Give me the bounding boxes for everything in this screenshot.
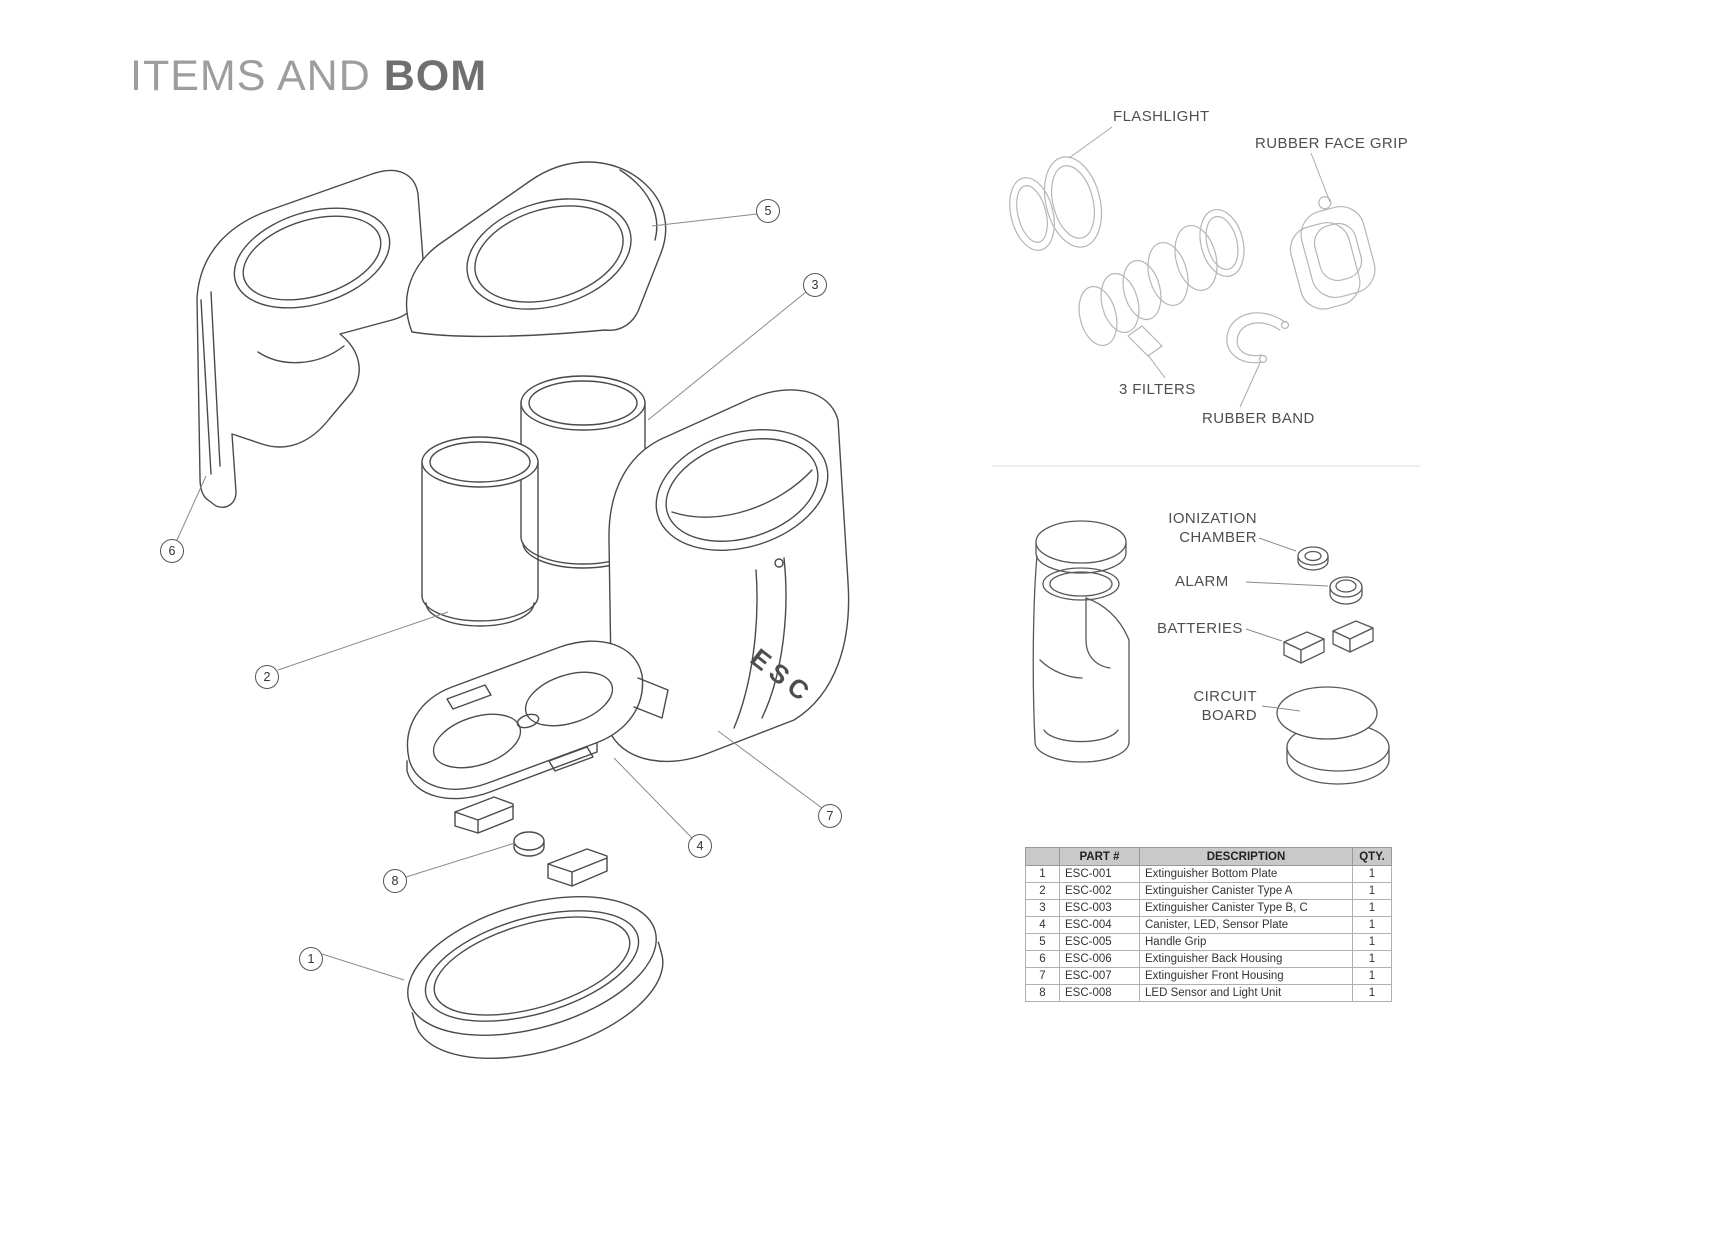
bom-cell: Extinguisher Front Housing — [1139, 967, 1353, 985]
bom-cell: 1 — [1025, 865, 1060, 883]
bottom-plate-drawing — [407, 896, 664, 1060]
callout-1: 1 — [299, 947, 323, 971]
bom-cell: 1 — [1352, 984, 1392, 1002]
filters-label: 3 FILTERS — [1119, 381, 1196, 398]
circuit-board-label: CIRCUIT BOARD — [1193, 688, 1257, 724]
callout-4: 4 — [688, 834, 712, 858]
bom-cell: Extinguisher Back Housing — [1139, 950, 1353, 968]
bom-header-cell: DESCRIPTION — [1139, 847, 1353, 866]
alarm-label: ALARM — [1175, 573, 1229, 590]
callout-2: 2 — [255, 665, 279, 689]
front-housing-drawing — [608, 389, 850, 763]
bom-cell: LED Sensor and Light Unit — [1139, 984, 1353, 1002]
bom-cell: Handle Grip — [1139, 933, 1353, 951]
ionization-chamber-label: IONIZATION CHAMBER — [1168, 510, 1257, 546]
bom-cell: 1 — [1352, 950, 1392, 968]
flashlight-drawing — [1009, 126, 1376, 408]
callout-leader-lines — [176, 213, 823, 981]
bom-cell: Extinguisher Bottom Plate — [1139, 865, 1353, 883]
bom-cell: 1 — [1352, 899, 1392, 917]
page-title-bold: BOM — [383, 52, 488, 100]
bom-cell: ESC-004 — [1059, 916, 1140, 934]
bom-header-cell: QTY. — [1352, 847, 1392, 866]
bom-cell: 5 — [1025, 933, 1060, 951]
detector-drawing — [1032, 520, 1390, 785]
flashlight-label: FLASHLIGHT — [1113, 108, 1210, 125]
bom-header-cell — [1025, 847, 1060, 866]
sensor-plate-drawing — [406, 640, 669, 800]
bom-cell: ESC-003 — [1059, 899, 1140, 917]
bom-cell: 1 — [1352, 933, 1392, 951]
bom-cell: 1 — [1352, 882, 1392, 900]
page-title-light: ITEMS AND — [130, 52, 371, 100]
bom-cell: 6 — [1025, 950, 1060, 968]
bom-header-cell: PART # — [1059, 847, 1140, 866]
callout-5: 5 — [756, 199, 780, 223]
bom-cell: ESC-007 — [1059, 967, 1140, 985]
bom-cell: 1 — [1352, 967, 1392, 985]
callout-8: 8 — [383, 869, 407, 893]
bom-cell: Canister, LED, Sensor Plate — [1139, 916, 1353, 934]
callout-6: 6 — [160, 539, 184, 563]
bom-cell: ESC-005 — [1059, 933, 1140, 951]
bom-cell: ESC-002 — [1059, 882, 1140, 900]
bom-cell: 2 — [1025, 882, 1060, 900]
bom-cell: 8 — [1025, 984, 1060, 1002]
bom-cell: 1 — [1352, 916, 1392, 934]
back-housing-drawing — [196, 169, 425, 508]
bom-cell: ESC-006 — [1059, 950, 1140, 968]
bom-cell: 3 — [1025, 899, 1060, 917]
bom-cell: ESC-008 — [1059, 984, 1140, 1002]
bom-cell: 1 — [1352, 865, 1392, 883]
bom-cell: Extinguisher Canister Type B, C — [1139, 899, 1353, 917]
handle-grip-drawing — [405, 161, 667, 338]
led-sensor-drawing — [454, 796, 608, 887]
page-title: ITEMS AND BOM — [130, 52, 487, 101]
rubber-face-grip-label: RUBBER FACE GRIP — [1255, 135, 1409, 152]
bom-cell: 4 — [1025, 916, 1060, 934]
rubber-band-label: RUBBER BAND — [1202, 410, 1315, 427]
bom-cell: 7 — [1025, 967, 1060, 985]
bom-cell: Extinguisher Canister Type A — [1139, 882, 1353, 900]
bom-cell: ESC-001 — [1059, 865, 1140, 883]
callout-3: 3 — [803, 273, 827, 297]
batteries-label: BATTERIES — [1157, 620, 1243, 637]
canister-a-drawing — [421, 436, 539, 627]
callout-7: 7 — [818, 804, 842, 828]
